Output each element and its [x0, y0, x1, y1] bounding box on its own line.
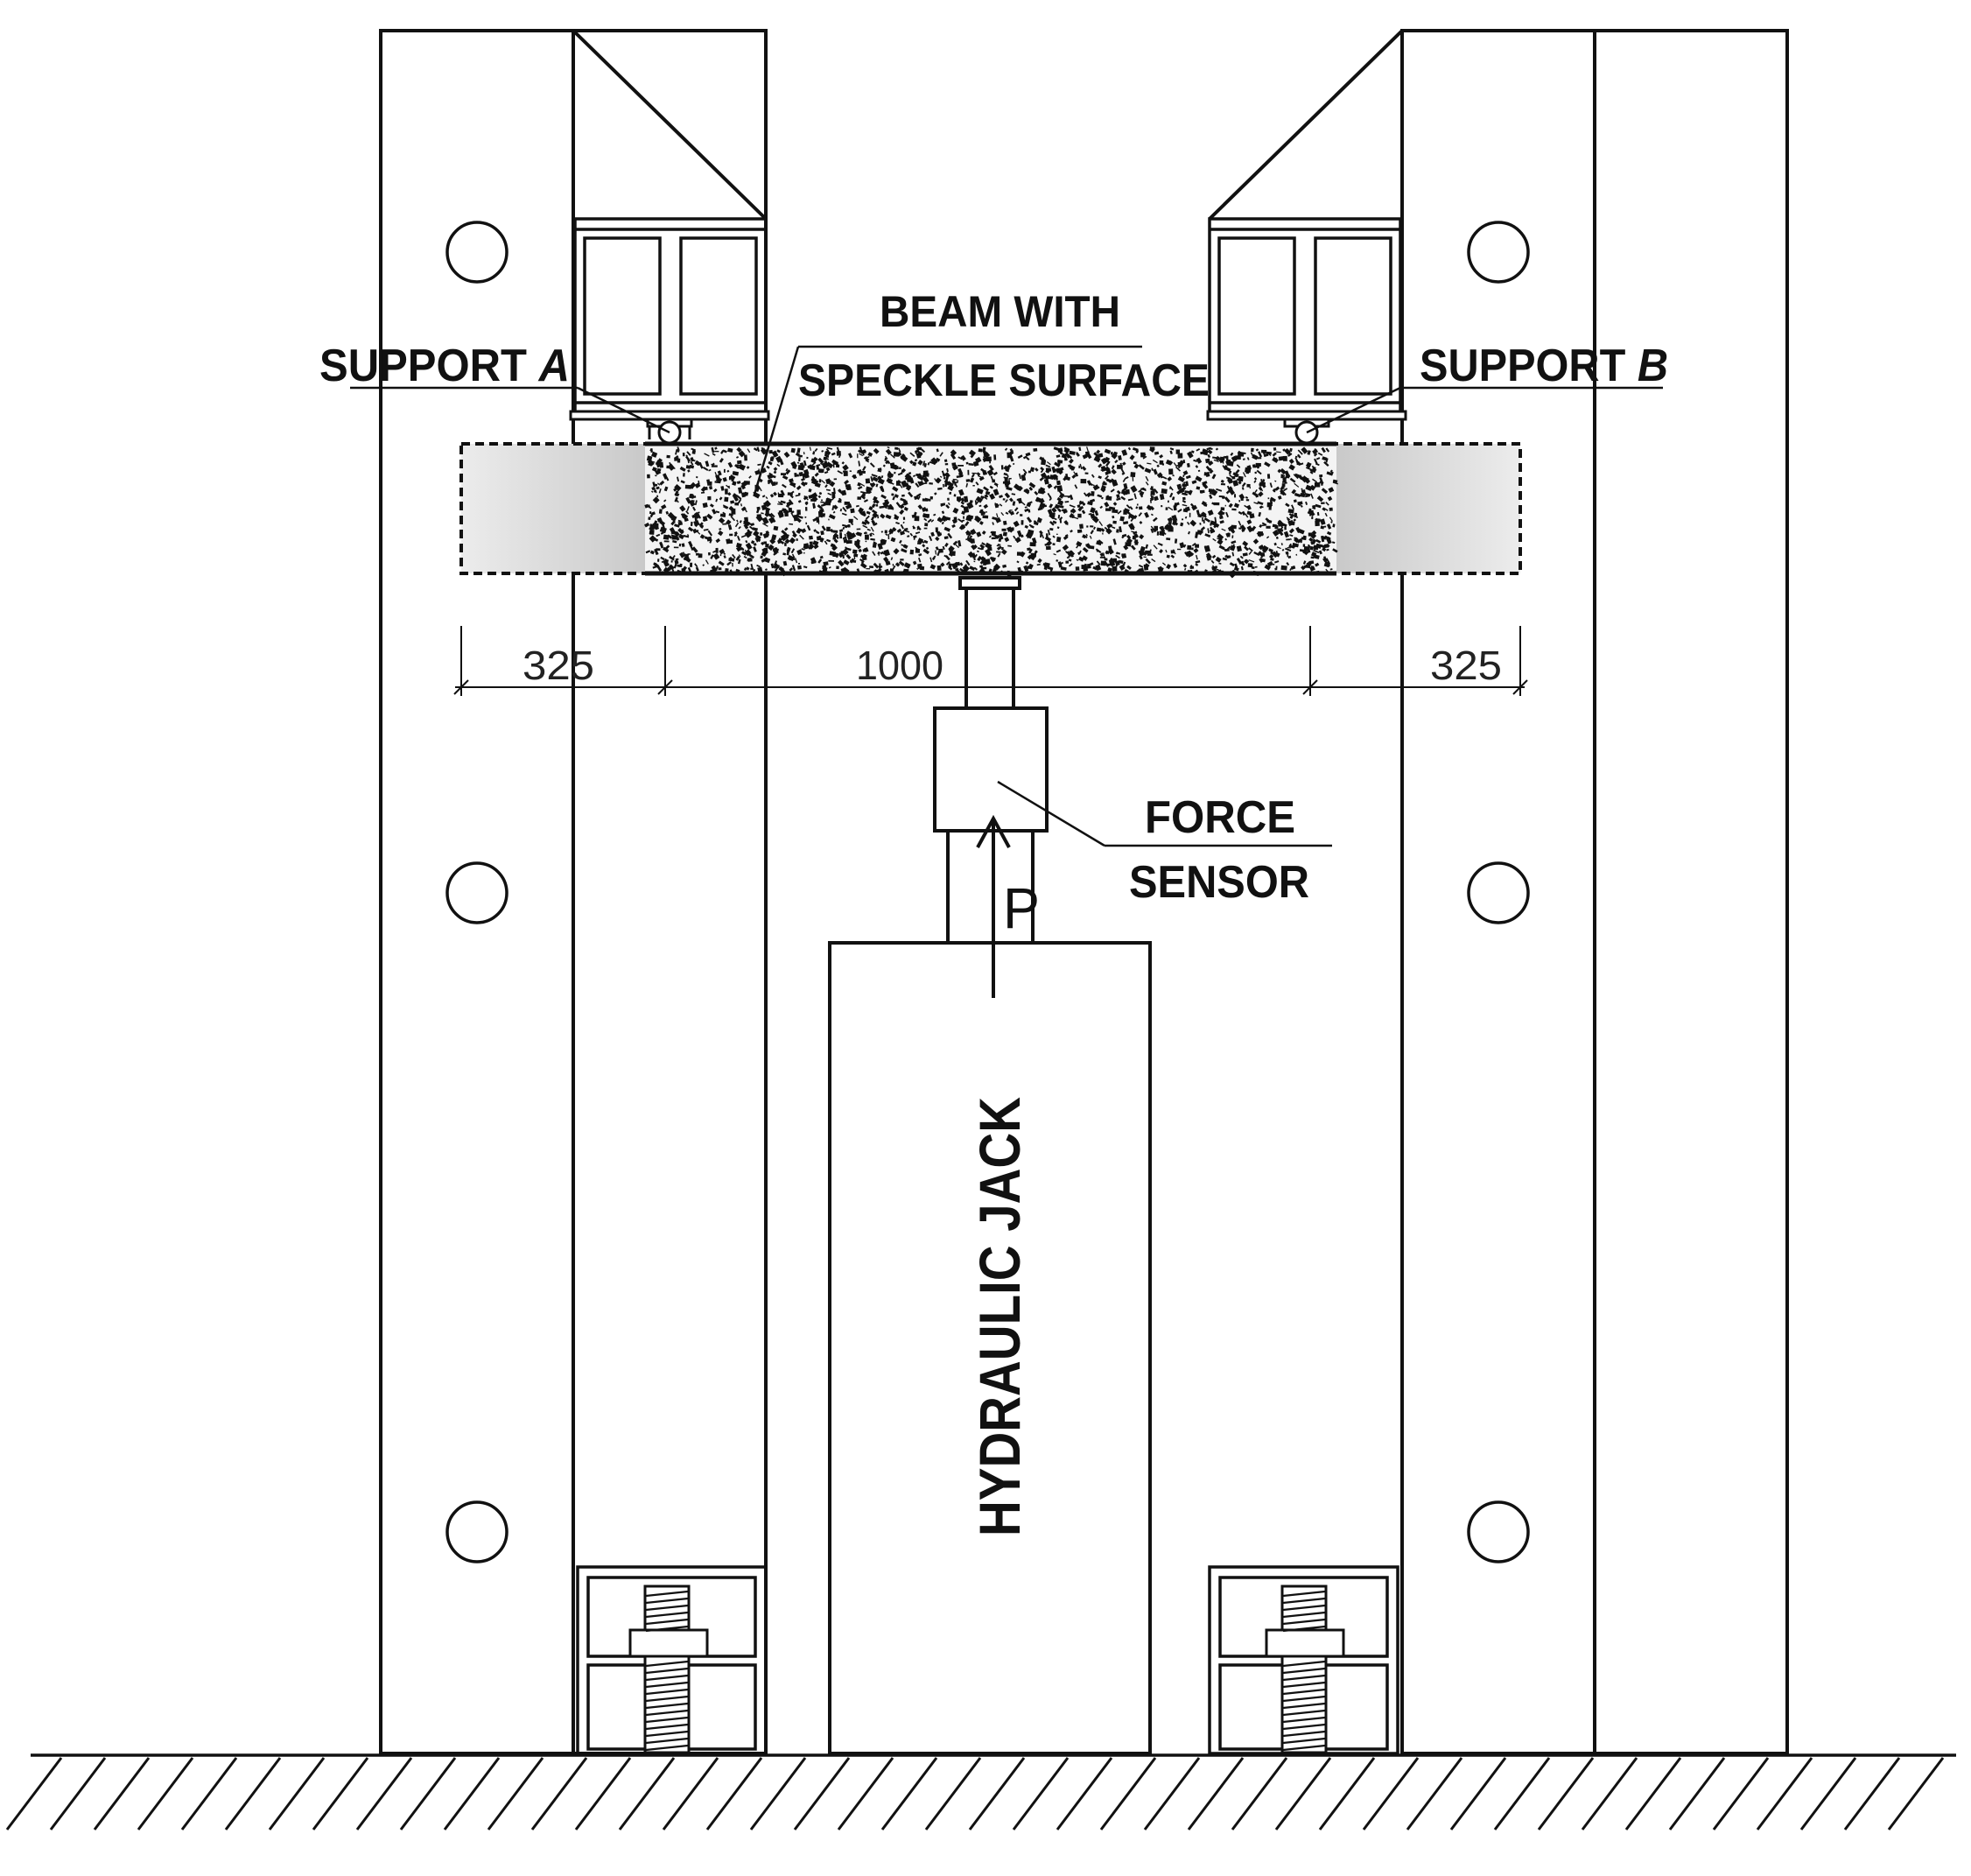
loading-piston	[958, 576, 1021, 710]
dimension-lines	[453, 626, 1528, 696]
hydraulic-jack-body	[828, 941, 1152, 1755]
beam-dashed-outline	[459, 442, 1522, 575]
force-sensor-label-line1: FORCE	[1145, 792, 1295, 843]
support-b-roller	[1283, 418, 1330, 445]
right-frame-holes	[1467, 221, 1530, 1563]
load-arrow	[976, 814, 1011, 998]
force-sensor	[933, 706, 1049, 833]
bolt-hole	[1467, 861, 1530, 924]
dimension-left-overhang: 325	[523, 643, 594, 688]
right-frame-column	[1208, 29, 1789, 1755]
anchor-bolt-right	[1265, 1584, 1345, 1754]
hydraulic-jack-label: HYDRAULIC JACK	[967, 1097, 1032, 1536]
bolt-nut	[628, 1628, 709, 1658]
bolt-hole	[445, 221, 509, 284]
top-right-ibeam	[1208, 217, 1402, 415]
support-plates	[569, 410, 1407, 421]
ground	[5, 1753, 1956, 1830]
leader-lines	[350, 345, 1663, 847]
anchor-bolt-left	[628, 1584, 709, 1754]
bolt-hole	[445, 1500, 509, 1563]
top-left-ibeam	[573, 217, 768, 415]
support-a-roller	[646, 418, 693, 445]
support-b-label: SUPPORT B	[1420, 341, 1668, 391]
force-sensor-label-line2: SENSOR	[1129, 857, 1309, 908]
dimension-span: 1000	[856, 643, 943, 688]
bolt-hole	[1467, 221, 1530, 284]
beam-overhang-left	[461, 444, 645, 573]
bolt-hole	[445, 861, 509, 924]
beam	[459, 441, 1522, 579]
beam-overhang-right	[1336, 444, 1520, 573]
lower-rod	[946, 831, 1035, 943]
speckle-pattern	[644, 446, 1339, 579]
beam-label-line2: SPECKLE SURFACE	[798, 355, 1210, 406]
dimension-right-overhang: 325	[1430, 643, 1502, 688]
bolt-nut	[1265, 1628, 1345, 1658]
support-a-label: SUPPORT A	[319, 341, 570, 391]
left-frame-holes	[445, 221, 509, 1563]
beam-label-line1: BEAM WITH	[880, 287, 1120, 336]
bolt-hole	[1467, 1500, 1530, 1563]
load-label: P	[1003, 875, 1040, 940]
upper-rod	[964, 587, 1015, 710]
left-frame-column	[379, 29, 768, 1755]
